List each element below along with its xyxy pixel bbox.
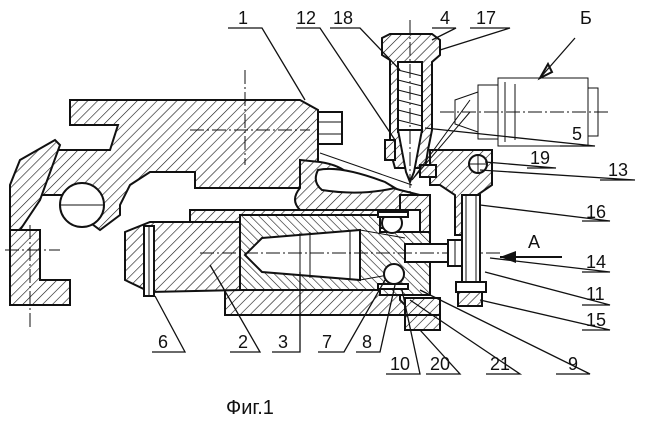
label-3: 3: [278, 332, 288, 352]
label-18: 18: [333, 8, 353, 28]
label-b: Б: [580, 8, 592, 28]
label-1: 1: [238, 8, 248, 28]
label-15: 15: [586, 310, 606, 330]
label-9: 9: [568, 354, 578, 374]
label-a: А: [528, 232, 540, 252]
lever-part-16: [430, 150, 492, 306]
view-a-arrow: [500, 251, 562, 263]
label-7: 7: [322, 332, 332, 352]
label-2: 2: [238, 332, 248, 352]
label-12: 12: [296, 8, 316, 28]
label-16: 16: [586, 202, 606, 222]
label-11: 11: [586, 284, 605, 304]
label-21: 21: [490, 354, 510, 374]
joint-ball: [60, 183, 104, 227]
label-8: 8: [362, 332, 372, 352]
label-5: 5: [572, 124, 582, 144]
label-4: 4: [440, 8, 450, 28]
label-10: 10: [390, 354, 410, 374]
view-b-indicator: [440, 38, 610, 146]
label-17: 17: [476, 8, 496, 28]
label-20: 20: [430, 354, 450, 374]
figure-caption: Фиг.1: [226, 397, 274, 419]
label-14: 14: [586, 252, 606, 272]
nozzle-part-4: [382, 20, 440, 195]
label-6: 6: [158, 332, 168, 352]
bolt-head: [318, 112, 342, 144]
label-13: 13: [608, 160, 628, 180]
label-19: 19: [530, 148, 550, 168]
